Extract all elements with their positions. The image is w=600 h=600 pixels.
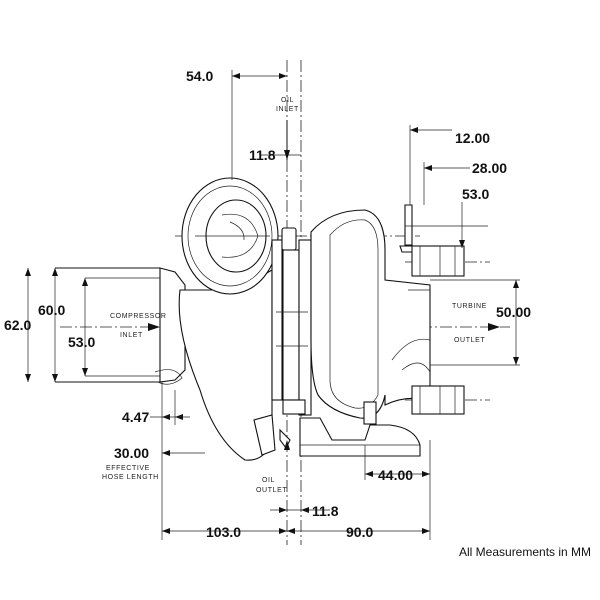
measurement-units-note: All Measurements in MM [459, 545, 591, 559]
oil-inlet-label-line2: INLET [276, 106, 299, 113]
center-housing [271, 227, 312, 450]
dimension-lines [25, 70, 520, 540]
dimension-103-0: 103.0 [206, 524, 241, 540]
turbine-housing [299, 204, 465, 457]
dimension-30-00: 30.00 [114, 445, 149, 461]
dimension-11-8-bottom: 11.8 [312, 503, 339, 519]
dimension-53-0-top: 53.0 [462, 186, 489, 202]
turbine-outlet-label-line2: OUTLET [454, 337, 485, 344]
compressor-inlet-label-line2: INLET [120, 332, 143, 339]
dimension-60-0: 60.0 [38, 302, 65, 318]
compressor-inlet-label-line1: COMPRESSOR [110, 313, 167, 320]
dimension-28-00: 28.00 [472, 160, 507, 176]
effective-hose-label-line2: HOSE LENGTH [102, 474, 159, 481]
dimension-11-8-top: 11.8 [249, 147, 276, 163]
oil-inlet-label-line1: OIL [281, 97, 294, 104]
dimension-4-47: 4.47 [122, 409, 149, 425]
dimension-54-0: 54.0 [186, 68, 213, 84]
oil-outlet-label-line1: OIL [262, 477, 275, 484]
compressor-inlet-hose [55, 267, 186, 385]
dimension-53-0-left: 53.0 [68, 334, 95, 350]
dimension-44-00: 44.00 [378, 467, 413, 483]
effective-hose-label-line1: EFFECTIVE [106, 465, 150, 472]
turbine-outlet-label-line1: TURBINE [452, 303, 487, 310]
dimension-12-00: 12.00 [455, 130, 490, 146]
oil-outlet-label-line2: OUTLET [256, 487, 287, 494]
dimension-90-0: 90.0 [346, 524, 373, 540]
compressor-housing [178, 177, 279, 461]
dimension-50-00: 50.00 [496, 304, 531, 320]
dimension-62-0: 62.0 [4, 317, 31, 333]
